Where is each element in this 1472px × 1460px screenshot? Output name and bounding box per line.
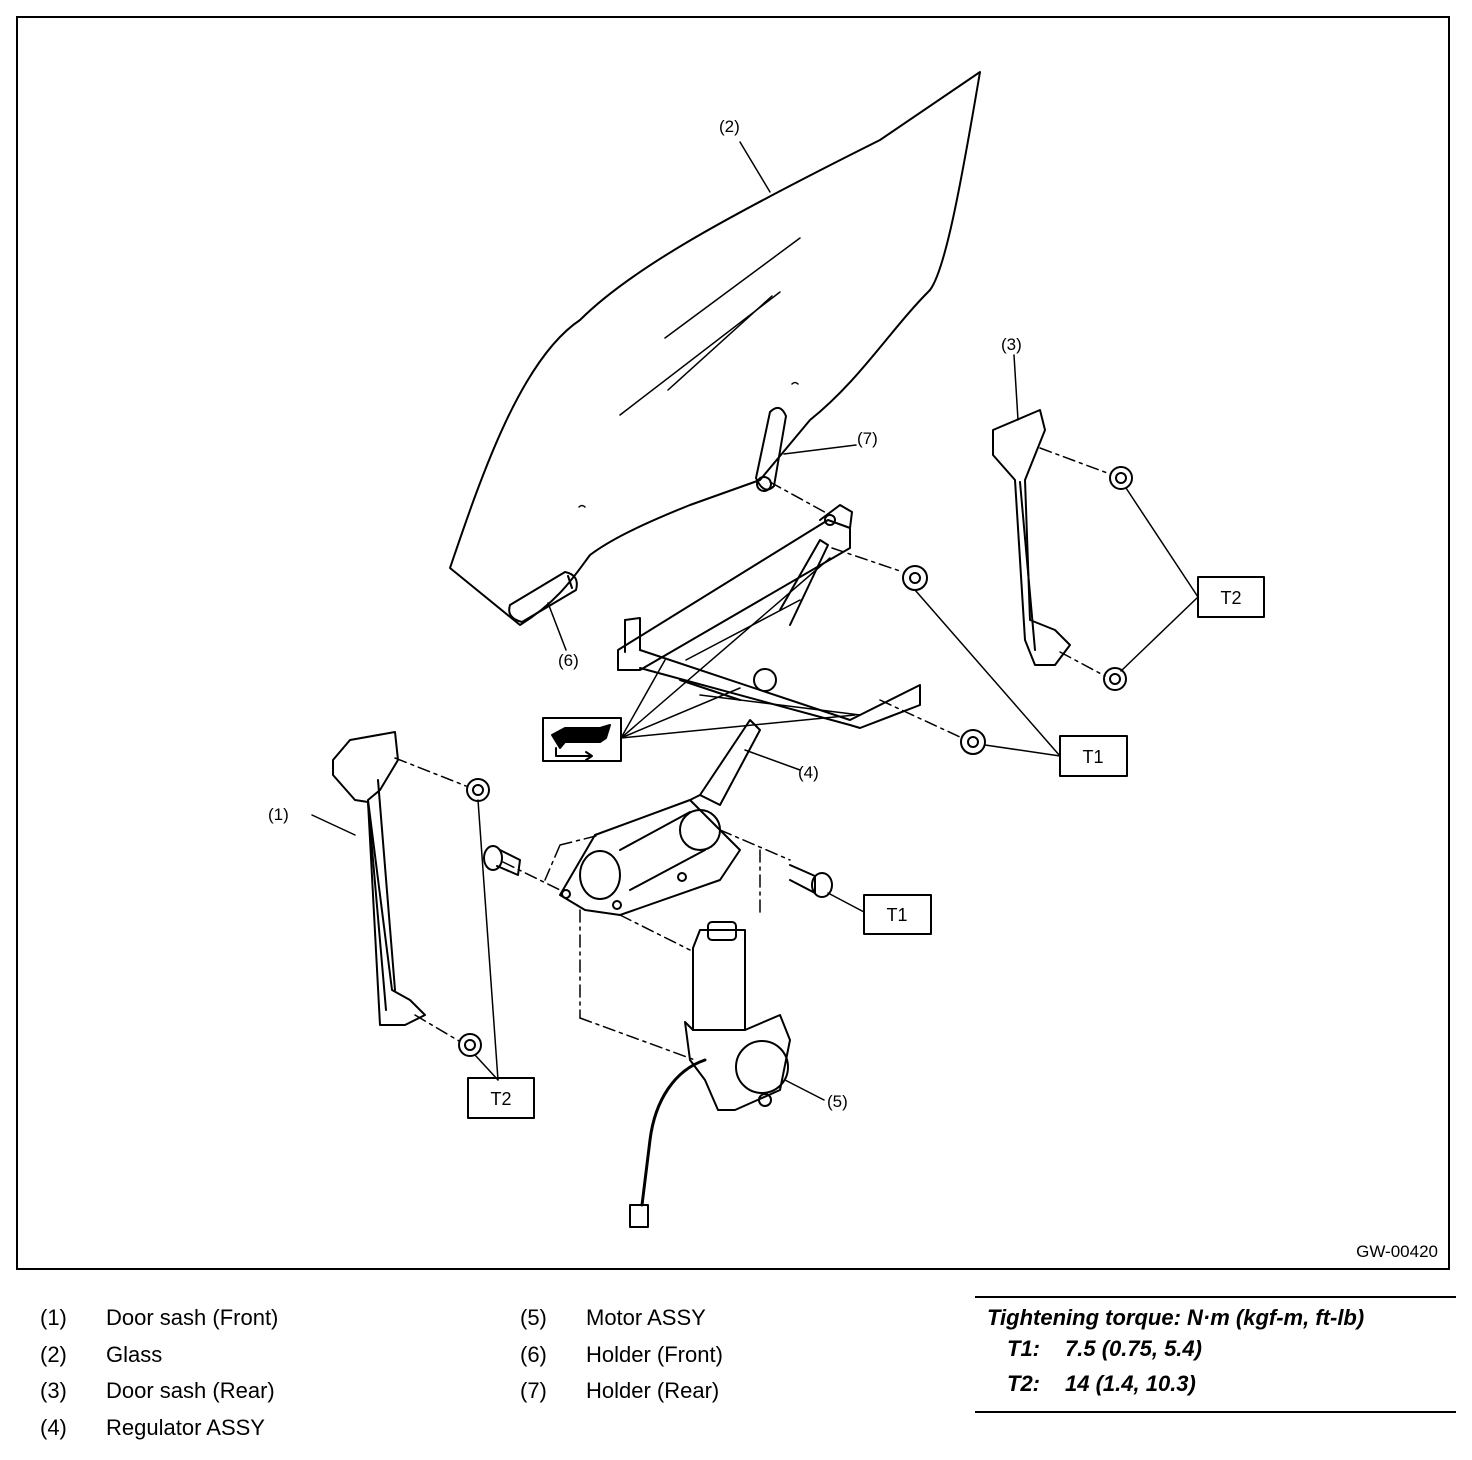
regulator-assy xyxy=(617,504,921,806)
motor-assy xyxy=(629,921,791,1228)
legend-item: (7) Holder (Rear) xyxy=(520,1373,723,1410)
callout-2: (2) xyxy=(719,117,740,136)
legend-number: (7) xyxy=(520,1378,547,1404)
regulator-base xyxy=(559,799,741,916)
torque-tag-t2-lower: T2 xyxy=(490,1089,511,1109)
figure-frame: GW-00420 xyxy=(16,16,1450,1270)
grease-symbol xyxy=(542,717,622,762)
legend-number: (6) xyxy=(520,1341,547,1367)
bolt-right xyxy=(789,864,833,898)
torque-tag-box-t1-upper xyxy=(1059,735,1128,777)
torque-key: T1: xyxy=(1007,1335,1040,1361)
legend-column-1: (1) Door sash (Front) (2) Glass (3) Door… xyxy=(40,1300,278,1446)
callout-1: (1) xyxy=(268,805,289,824)
exploded-diagram: (2) (3) (7) (6) (1) (4) (5) T2 T1 T1 T2 xyxy=(268,71,1265,1228)
torque-tag-box-t1-lower xyxy=(863,894,932,935)
legend-item: (5) Motor ASSY xyxy=(520,1300,723,1337)
torque-title: Tightening torque: N·m (kgf-m, ft-lb) xyxy=(987,1305,1365,1330)
holder-rear xyxy=(755,406,787,491)
legend-label: Holder (Front) xyxy=(586,1341,723,1367)
legend-item: (3) Door sash (Rear) xyxy=(40,1373,278,1410)
torque-tag-t1-lower: T1 xyxy=(886,905,907,925)
nut-rear-sash-lower xyxy=(1103,667,1127,691)
legend-label: Glass xyxy=(106,1341,163,1367)
legend-item: (6) Holder (Front) xyxy=(520,1337,723,1374)
nut-regulator-lower xyxy=(960,729,986,755)
torque-row: T1: 7.5 (0.75, 5.4) xyxy=(975,1331,1456,1366)
torque-tag-box-t2-upper xyxy=(1197,576,1265,618)
window-glass xyxy=(449,71,981,626)
legend-column-2: (5) Motor ASSY (6) Holder (Front) (7) Ho… xyxy=(520,1300,723,1410)
figure-id: GW-00420 xyxy=(1356,1242,1438,1261)
door-sash-front xyxy=(332,731,426,1026)
holder-front xyxy=(508,571,578,623)
legend-label: Door sash (Front) xyxy=(106,1305,279,1331)
torque-row: T2: 14 (1.4, 10.3) xyxy=(975,1366,1456,1401)
legend-number: (1) xyxy=(40,1305,67,1331)
legend-label: Motor ASSY xyxy=(586,1305,706,1331)
torque-tag-t2-upper: T2 xyxy=(1220,588,1241,608)
legend-number: (4) xyxy=(40,1414,67,1440)
torque-value: 14 (1.4, 10.3) xyxy=(1065,1370,1196,1396)
callout-3: (3) xyxy=(1001,335,1022,354)
callout-7: (7) xyxy=(857,429,878,448)
torque-spec-table: Tightening torque: N·m (kgf-m, ft-lb) T1… xyxy=(975,1296,1456,1413)
legend-item: (1) Door sash (Front) xyxy=(40,1300,278,1337)
legend-number: (5) xyxy=(520,1305,547,1331)
legend-number: (2) xyxy=(40,1341,67,1367)
legend-label: Door sash (Rear) xyxy=(106,1378,275,1404)
legend-label: Holder (Rear) xyxy=(586,1378,720,1404)
legend-number: (3) xyxy=(40,1378,67,1404)
torque-tag-box-t2-lower xyxy=(467,1077,535,1119)
callout-6: (6) xyxy=(558,651,579,670)
legend-item: (4) Regulator ASSY xyxy=(40,1410,278,1447)
torque-tag-t1-upper: T1 xyxy=(1082,747,1103,767)
torque-value: 7.5 (0.75, 5.4) xyxy=(1065,1335,1202,1361)
callout-5: (5) xyxy=(827,1092,848,1111)
legend-label: Regulator ASSY xyxy=(106,1414,265,1440)
legend-item: (2) Glass xyxy=(40,1337,278,1374)
bolt-left xyxy=(483,845,521,876)
nut-rear-sash-upper xyxy=(1109,466,1133,490)
door-sash-rear xyxy=(992,409,1071,666)
torque-key: T2: xyxy=(1007,1370,1040,1396)
nut-front-sash-lower xyxy=(458,1033,482,1057)
callout-4: (4) xyxy=(798,763,819,782)
